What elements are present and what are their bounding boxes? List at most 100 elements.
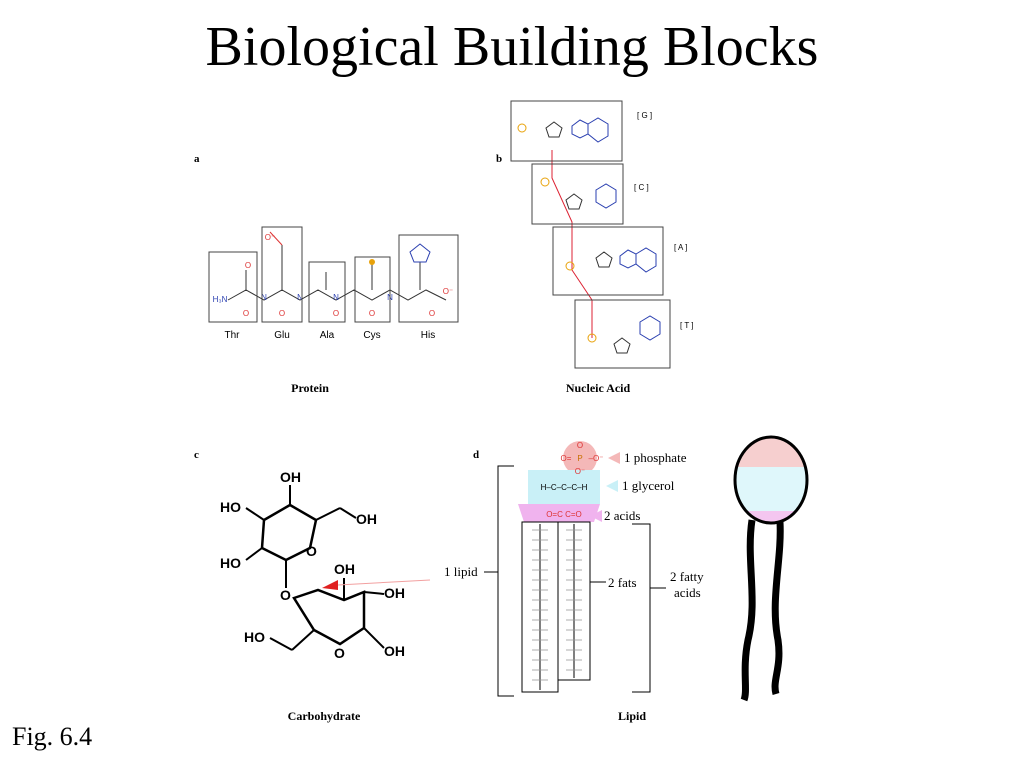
base-label-bracket: [ G ] bbox=[637, 111, 652, 120]
chain-carbon-ticks bbox=[532, 529, 582, 681]
group-label: HO bbox=[220, 499, 241, 515]
atom-o-minus: O⁻ bbox=[265, 233, 275, 242]
group-label: OH bbox=[334, 561, 355, 577]
amino-acid-label: His bbox=[421, 330, 435, 341]
glycerol-highlight bbox=[528, 470, 600, 504]
glu-carboxyl bbox=[269, 231, 283, 246]
red-marker-line bbox=[337, 579, 431, 586]
atom-n: N bbox=[261, 293, 267, 302]
panel-c-carbohydrate: c OH HO OH HO O O OH OH HO O OH Carbohyd… bbox=[194, 449, 431, 723]
fatty-acids-bracket bbox=[632, 523, 651, 693]
atom-o: O bbox=[245, 261, 251, 270]
base-label-bracket: [ A ] bbox=[674, 243, 687, 252]
fatty-chain-box-2 bbox=[557, 521, 591, 681]
nucleotide-a: [ A ] bbox=[552, 226, 687, 296]
cys-residue-box bbox=[354, 256, 391, 323]
amino-acid-label: Ala bbox=[320, 330, 335, 341]
protein-backbone bbox=[227, 289, 447, 301]
group-label: HO bbox=[244, 629, 265, 645]
lipid-tail-left bbox=[740, 519, 756, 702]
nucleotide-g: [ G ] bbox=[510, 100, 652, 162]
panel-d-caption: Lipid bbox=[618, 709, 646, 723]
group-label: O bbox=[280, 587, 291, 603]
base-label: A bbox=[678, 243, 684, 252]
lipid-head-glycerol bbox=[735, 467, 807, 511]
panel-a-protein: a H₃N N N N N O O O O O O⁻ O⁻ O Thr Glu bbox=[194, 153, 459, 395]
group-label: O bbox=[334, 645, 345, 661]
glycerol-arrow bbox=[606, 480, 618, 492]
nucleotide-c: [ C ] bbox=[531, 163, 649, 225]
base-label-bracket: [ C ] bbox=[634, 183, 649, 192]
his-imidazole-ring bbox=[409, 243, 431, 263]
red-marker bbox=[322, 580, 338, 590]
group-label: OH bbox=[384, 643, 405, 659]
phosphate-highlight bbox=[563, 441, 597, 475]
glycerol-carbons: H–C–C–C–H bbox=[541, 483, 588, 492]
label-fatty-acids-1: 2 fatty bbox=[670, 569, 704, 584]
group-label: OH bbox=[384, 585, 405, 601]
atom-o: O= bbox=[561, 454, 572, 463]
phosphate-arrow bbox=[608, 452, 620, 464]
panel-d-letter: d bbox=[473, 449, 479, 461]
atom-o-minus: O⁻ bbox=[443, 287, 453, 296]
group-label: HO bbox=[220, 555, 241, 571]
panel-a-caption: Protein bbox=[291, 381, 329, 395]
panel-b-caption: Nucleic Acid bbox=[566, 381, 631, 395]
sugar-phosphate-backbone bbox=[551, 150, 593, 338]
amino-acid-label: Glu bbox=[274, 330, 290, 341]
atom-nh3: H₃N bbox=[213, 295, 228, 304]
his-residue-box bbox=[398, 234, 459, 323]
glu-residue-box bbox=[261, 226, 303, 323]
panel-d-lipid: d O P O= –O⁻ O⁻ H–C–C–C–H O=C C=O 1 phos… bbox=[444, 441, 704, 723]
thr-residue-box bbox=[208, 251, 258, 323]
nucleotide-t: [ T ] bbox=[574, 299, 694, 369]
group-label: OH bbox=[356, 511, 377, 527]
panel-b-nucleic-acid: b [ G ] [ C ] [ A ] bbox=[496, 100, 694, 395]
base-label: G bbox=[641, 111, 647, 120]
atom-o: O bbox=[369, 309, 375, 318]
bond bbox=[339, 507, 357, 519]
amino-acid-label: Thr bbox=[225, 330, 241, 341]
bond bbox=[315, 507, 341, 521]
bond bbox=[363, 627, 385, 649]
atom-o: O bbox=[333, 309, 339, 318]
acids-highlight bbox=[518, 504, 600, 522]
label-fatty-acids-2: acids bbox=[674, 585, 701, 600]
panel-b-letter: b bbox=[496, 153, 502, 165]
group-label: O bbox=[306, 543, 317, 559]
atom-p: P bbox=[577, 454, 582, 463]
base-label: T bbox=[684, 321, 689, 330]
bond bbox=[269, 637, 293, 651]
lower-sugar-ring bbox=[292, 588, 366, 646]
panel-a-letter: a bbox=[194, 153, 200, 165]
figure-label: Fig. 6.4 bbox=[12, 722, 93, 751]
acids-arrow bbox=[590, 510, 602, 522]
atom-o: O bbox=[243, 309, 249, 318]
lipid-tail-right bbox=[771, 521, 784, 695]
atom-o-minus: –O⁻ bbox=[589, 454, 604, 463]
base-label-bracket: [ T ] bbox=[680, 321, 694, 330]
label-phosphate: 1 phosphate bbox=[624, 450, 687, 465]
label-fats: 2 fats bbox=[608, 575, 637, 590]
bond bbox=[245, 547, 263, 561]
label-lipid: 1 lipid bbox=[444, 564, 478, 579]
panel-c-letter: c bbox=[194, 449, 199, 461]
group-label: OH bbox=[280, 469, 301, 485]
panel-c-caption: Carbohydrate bbox=[288, 709, 361, 723]
atom-n: N bbox=[297, 293, 303, 302]
atom-n: N bbox=[333, 293, 339, 302]
bond bbox=[245, 507, 265, 521]
bond bbox=[291, 629, 315, 651]
bond bbox=[363, 591, 385, 595]
atom-o-minus: O⁻ bbox=[575, 467, 585, 476]
base-label: C bbox=[638, 183, 644, 192]
lipid-bracket bbox=[497, 465, 514, 697]
label-glycerol: 1 glycerol bbox=[622, 478, 675, 493]
cys-sulfur bbox=[369, 259, 375, 265]
label-acids: 2 acids bbox=[604, 508, 640, 523]
slide-title: Biological Building Blocks bbox=[205, 16, 819, 78]
atom-o: O bbox=[279, 309, 285, 318]
amino-acid-label: Cys bbox=[363, 330, 380, 341]
lipid-head-outline bbox=[733, 435, 809, 525]
